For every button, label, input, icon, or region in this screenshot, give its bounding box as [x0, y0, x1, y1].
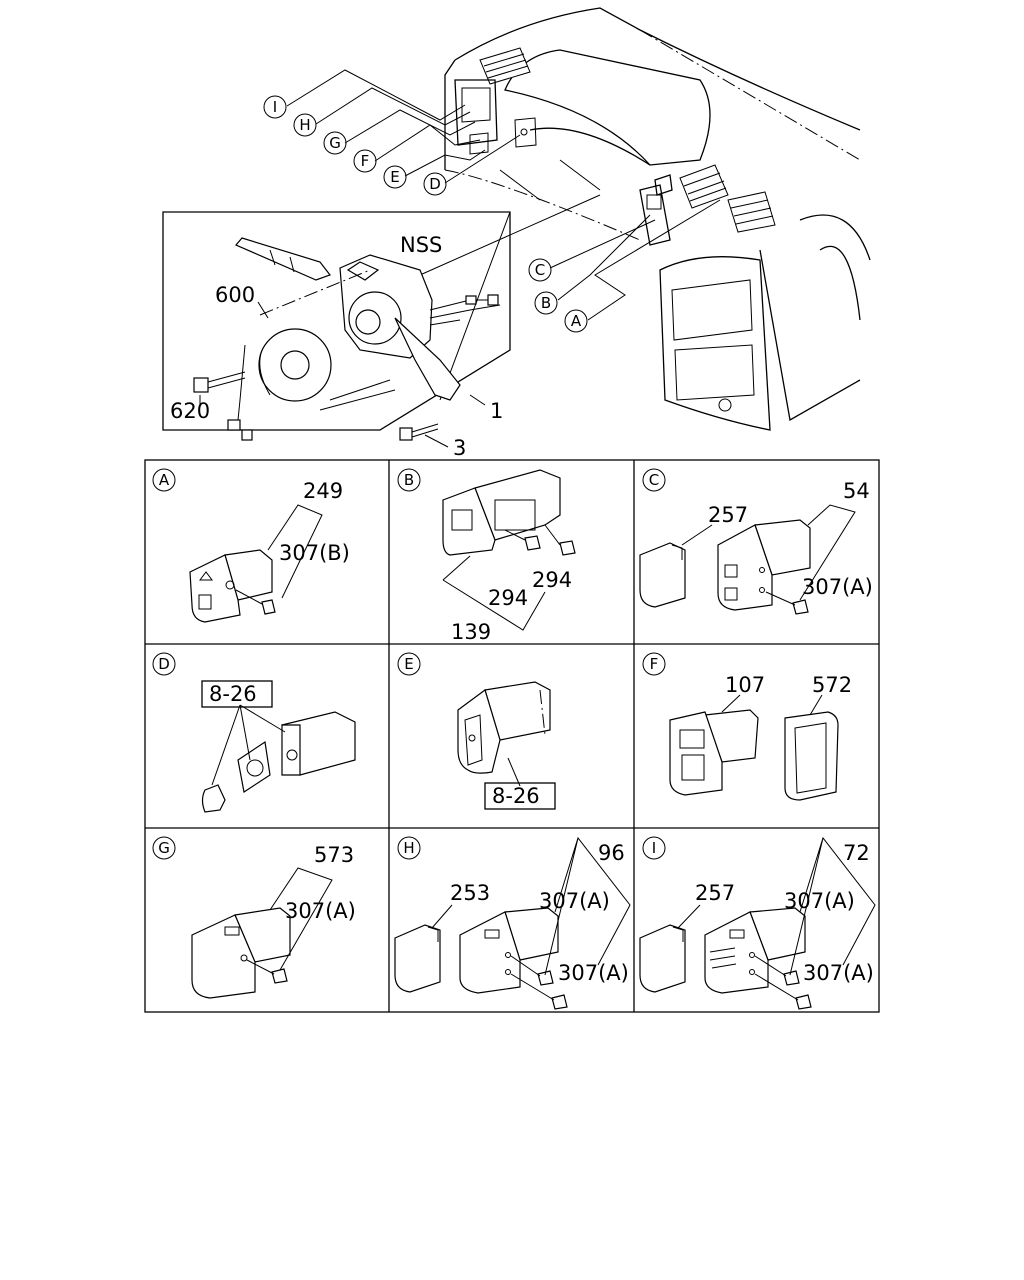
bolt-620	[193, 371, 246, 393]
panel-G-label-307A: 307(A)	[285, 899, 356, 923]
label-nss: NSS	[400, 233, 442, 257]
callout-letter: E	[390, 168, 399, 186]
panel-C-label-307A: 307(A)	[802, 575, 873, 599]
panel-H-letter: H	[397, 836, 421, 860]
panel-C-label-257: 257	[708, 503, 748, 527]
callout-letter: I	[273, 98, 277, 116]
callout-letter: A	[571, 312, 582, 330]
callout-E: E	[383, 165, 407, 189]
panel-F-label-107: 107	[725, 673, 765, 697]
panel-E-drawing	[457, 681, 551, 787]
panel-F-label-572: 572	[812, 673, 852, 697]
callout-F: F	[353, 149, 377, 173]
callout-I: I	[263, 95, 287, 119]
panel-E-letter: E	[397, 652, 421, 676]
panel-I-drawing	[639, 836, 876, 1010]
callout-G: G	[323, 131, 347, 155]
panel-C-label-54: 54	[843, 479, 870, 503]
panel-A-label-249: 249	[303, 479, 343, 503]
callout-D: D	[423, 172, 447, 196]
panel-B-label-139: 139	[451, 620, 491, 644]
panel-I-label-72: 72	[843, 841, 870, 865]
label-1: 1	[490, 399, 503, 423]
panel-G-letter: G	[152, 836, 176, 860]
left-vent-grill	[479, 47, 531, 85]
callout-letter: F	[361, 152, 370, 170]
panel-D-ref-box: 8-26	[201, 680, 273, 708]
panel-H-label-307A-a: 307(A)	[539, 889, 610, 913]
panel-B-label-294b: 294	[488, 586, 528, 610]
panel-H-label-96: 96	[598, 841, 625, 865]
callout-letter: D	[429, 175, 441, 193]
label-600: 600	[215, 283, 255, 307]
panel-C-letter: C	[642, 468, 666, 492]
panel-letter: G	[158, 839, 170, 857]
panel-D-letter: D	[152, 652, 176, 676]
panel-C-drawing	[639, 504, 856, 615]
panel-I-label-307A-b: 307(A)	[803, 961, 874, 985]
panel-A-label-307B: 307(B)	[279, 541, 350, 565]
panel-I-label-307A-a: 307(A)	[784, 889, 855, 913]
overview-leaders-left	[286, 69, 521, 184]
panel-F-drawing	[669, 694, 839, 801]
callout-C: C	[528, 258, 552, 282]
panel-E-ref-box: 8-26	[484, 782, 556, 810]
detail-grid	[144, 459, 880, 1013]
panel-letter: F	[650, 655, 659, 673]
dashboard-drawing	[444, 7, 871, 431]
panel-letter: E	[404, 655, 413, 673]
callout-letter: C	[535, 261, 545, 279]
panel-E-ref-text: 8-26	[492, 784, 540, 808]
callout-B: B	[534, 291, 558, 315]
panel-A-letter: A	[152, 468, 176, 492]
panel-letter: A	[159, 471, 170, 489]
panel-letter: D	[158, 655, 170, 673]
panel-B-drawing	[442, 469, 576, 631]
panel-letter: B	[404, 471, 414, 489]
callout-H: H	[293, 113, 317, 137]
panel-I-letter: I	[642, 836, 666, 860]
panel-H-drawing	[394, 836, 631, 1010]
panel-D-drawing	[201, 704, 356, 813]
screw-3	[399, 423, 439, 441]
clock-spring-600	[227, 328, 396, 441]
panel-I-label-257: 257	[695, 881, 735, 905]
panel-G-label-573: 573	[314, 843, 354, 867]
callout-letter: B	[541, 294, 551, 312]
panel-B-letter: B	[397, 468, 421, 492]
panel-D-ref-text: 8-26	[209, 682, 257, 706]
panel-B-label-294a: 294	[532, 568, 572, 592]
panel-H-label-253: 253	[450, 881, 490, 905]
panel-H-label-307A-b: 307(A)	[558, 961, 629, 985]
panel-letter: I	[652, 839, 656, 857]
panel-letter: H	[403, 839, 414, 857]
panel-letter: C	[649, 471, 659, 489]
panel-F-letter: F	[642, 652, 666, 676]
label-620: 620	[170, 399, 210, 423]
panel-A-drawing	[189, 504, 323, 623]
combination-switch-assembly	[162, 194, 601, 448]
label-3: 3	[453, 436, 466, 460]
panel-G-drawing	[191, 867, 333, 999]
callout-letter: H	[299, 116, 310, 134]
overview-leaders-right	[549, 199, 721, 321]
center-vent-grills	[679, 164, 776, 233]
callout-letter: G	[329, 134, 341, 152]
callout-A: A	[564, 309, 588, 333]
